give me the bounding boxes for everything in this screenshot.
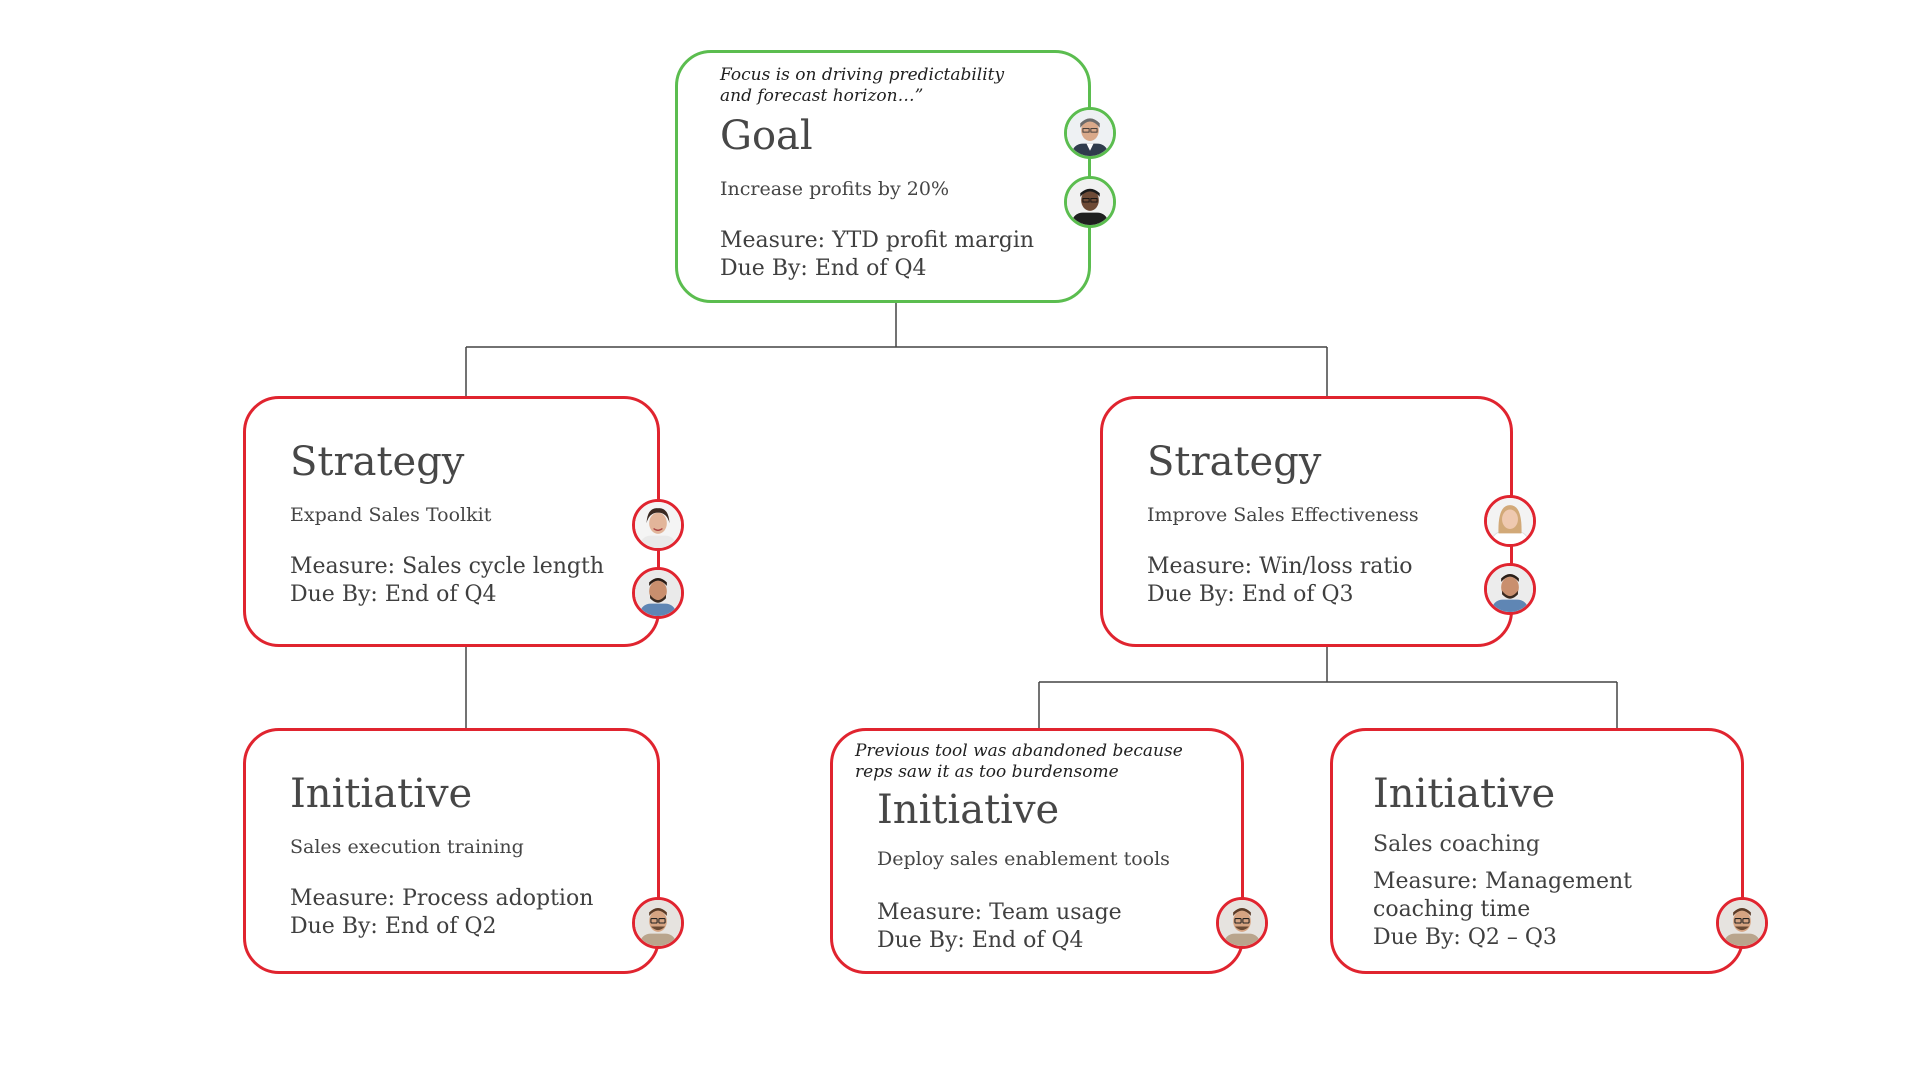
person-avatar-icon[interactable] [632, 567, 684, 619]
initiative-measure: Measure: Team usage [877, 900, 1122, 925]
strategy-subtitle: Expand Sales Toolkit [290, 504, 492, 526]
initiative-subtitle: Sales execution training [290, 836, 524, 858]
initiative-due: Due By: End of Q2 [290, 914, 497, 939]
goal-title: Goal [720, 113, 813, 159]
initiative-subtitle: Sales coaching [1373, 832, 1540, 857]
initiative-title: Initiative [877, 787, 1060, 833]
strategy-measure: Measure: Win/loss ratio [1147, 554, 1413, 579]
goal-card[interactable]: Focus is on driving predictability and f… [675, 50, 1091, 303]
initiative-card-3[interactable]: Initiative Sales coaching Measure: Manag… [1330, 728, 1744, 974]
person-avatar-icon[interactable] [1484, 563, 1536, 615]
person-avatar-icon[interactable] [632, 499, 684, 551]
goal-subtitle: Increase profits by 20% [720, 178, 950, 200]
initiative-note: Previous tool was abandoned because reps… [855, 741, 1183, 782]
initiative-title: Initiative [1373, 771, 1556, 817]
initiative-card-2[interactable]: Previous tool was abandoned because reps… [830, 728, 1244, 974]
strategy-measure: Measure: Sales cycle length [290, 554, 605, 579]
initiative-title: Initiative [290, 771, 473, 817]
strategy-title: Strategy [290, 439, 465, 485]
person-avatar-icon[interactable] [1484, 495, 1536, 547]
strategy-due: Due By: End of Q3 [1147, 582, 1354, 607]
initiative-due: Due By: End of Q4 [877, 928, 1084, 953]
person-avatar-icon[interactable] [632, 897, 684, 949]
strategy-subtitle: Improve Sales Effectiveness [1147, 504, 1419, 526]
initiative-subtitle: Deploy sales enablement tools [877, 848, 1170, 870]
initiative-card-1[interactable]: Initiative Sales execution training Meas… [243, 728, 660, 974]
initiative-measure-line2: coaching time [1373, 897, 1531, 922]
person-avatar-icon[interactable] [1216, 897, 1268, 949]
goal-due: Due By: End of Q4 [720, 256, 927, 281]
strategy-title: Strategy [1147, 439, 1322, 485]
strategy-card-right[interactable]: Strategy Improve Sales Effectiveness Mea… [1100, 396, 1513, 647]
initiative-measure: Measure: Management [1373, 869, 1632, 894]
goal-measure: Measure: YTD profit margin [720, 228, 1035, 253]
strategy-due: Due By: End of Q4 [290, 582, 497, 607]
person-avatar-icon[interactable] [1716, 897, 1768, 949]
initiative-measure: Measure: Process adoption [290, 886, 594, 911]
initiative-due: Due By: Q2 – Q3 [1373, 925, 1557, 950]
goal-note: Focus is on driving predictability and f… [720, 65, 1005, 106]
person-avatar-icon[interactable] [1064, 107, 1116, 159]
person-avatar-icon[interactable] [1064, 176, 1116, 228]
strategy-card-left[interactable]: Strategy Expand Sales Toolkit Measure: S… [243, 396, 660, 647]
